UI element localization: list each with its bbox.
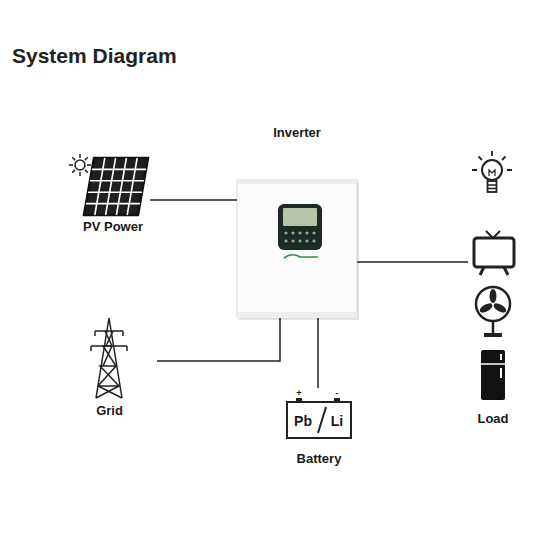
chemistry-label: Li [325, 413, 349, 429]
bulb-thread [488, 185, 497, 189]
chemistry-label: Pb [290, 413, 316, 429]
tower-lattice [96, 331, 122, 398]
button [291, 231, 294, 234]
inverter-top-edge [237, 180, 357, 184]
panel-buttons [284, 231, 315, 242]
fan-blade [492, 301, 508, 314]
fan-icon [476, 287, 510, 337]
node-label: PV Power [76, 220, 150, 235]
terminal-sign: + [293, 388, 305, 398]
fan-blade [478, 301, 494, 314]
battery-body [287, 402, 351, 438]
bulb-icon [472, 151, 512, 192]
fan-base [484, 333, 502, 337]
pv-panel: PV Power [76, 150, 150, 238]
sun-icon [69, 154, 91, 176]
power-wire [317, 318, 319, 388]
sun-disc [75, 160, 85, 170]
bulb-base [488, 181, 497, 192]
solar-panel-icon [84, 158, 148, 215]
bulb-rays [472, 151, 512, 170]
power-wire [157, 318, 280, 361]
node-label: Grid [62, 404, 157, 419]
load-group: Load [468, 148, 518, 430]
inverter-case [237, 180, 357, 318]
node-label: Inverter [237, 126, 357, 141]
power-wire [150, 199, 237, 201]
button [312, 239, 315, 242]
battery-illustration [287, 398, 351, 438]
button [298, 239, 301, 242]
button [312, 231, 315, 234]
inverter-unit: Inverter [237, 122, 357, 318]
grid-tower: Grid [62, 315, 157, 420]
battery-symbol: + - Pb LiBattery [279, 388, 359, 470]
inverter-illustration [237, 180, 359, 320]
node-label: Load [468, 412, 518, 427]
fridge-handle [500, 354, 502, 360]
node-label: Battery [279, 452, 359, 467]
bulb-glass [482, 160, 502, 180]
button [284, 239, 287, 242]
fridge-body [481, 350, 505, 400]
fridge-door-split [481, 363, 505, 365]
battery-divider [318, 407, 326, 433]
terminal-sign: - [331, 388, 343, 398]
inverter-bottom-strip [237, 312, 357, 318]
fridge-icon [481, 350, 505, 400]
brand-logo [284, 255, 318, 258]
button [291, 239, 294, 242]
panel-frame [84, 158, 148, 215]
tv-legs [480, 267, 508, 275]
grid-tower-icon [91, 318, 127, 398]
fan-stand [492, 321, 495, 334]
fan-blade [490, 289, 497, 303]
lcd-screen [283, 208, 317, 226]
fridge-handle [500, 368, 502, 378]
button [305, 231, 308, 234]
button [298, 231, 301, 234]
power-wire [357, 261, 468, 263]
sun-rays [69, 154, 91, 176]
button [284, 231, 287, 234]
tower-legs [96, 318, 122, 398]
button [305, 239, 308, 242]
diagram-title: System Diagram [12, 44, 177, 68]
panel-cells [86, 158, 146, 215]
tv-screen [474, 238, 514, 267]
fan-guard [476, 287, 510, 321]
control-panel [278, 204, 322, 250]
tv-icon [474, 231, 514, 275]
bulb-filament [489, 170, 495, 176]
